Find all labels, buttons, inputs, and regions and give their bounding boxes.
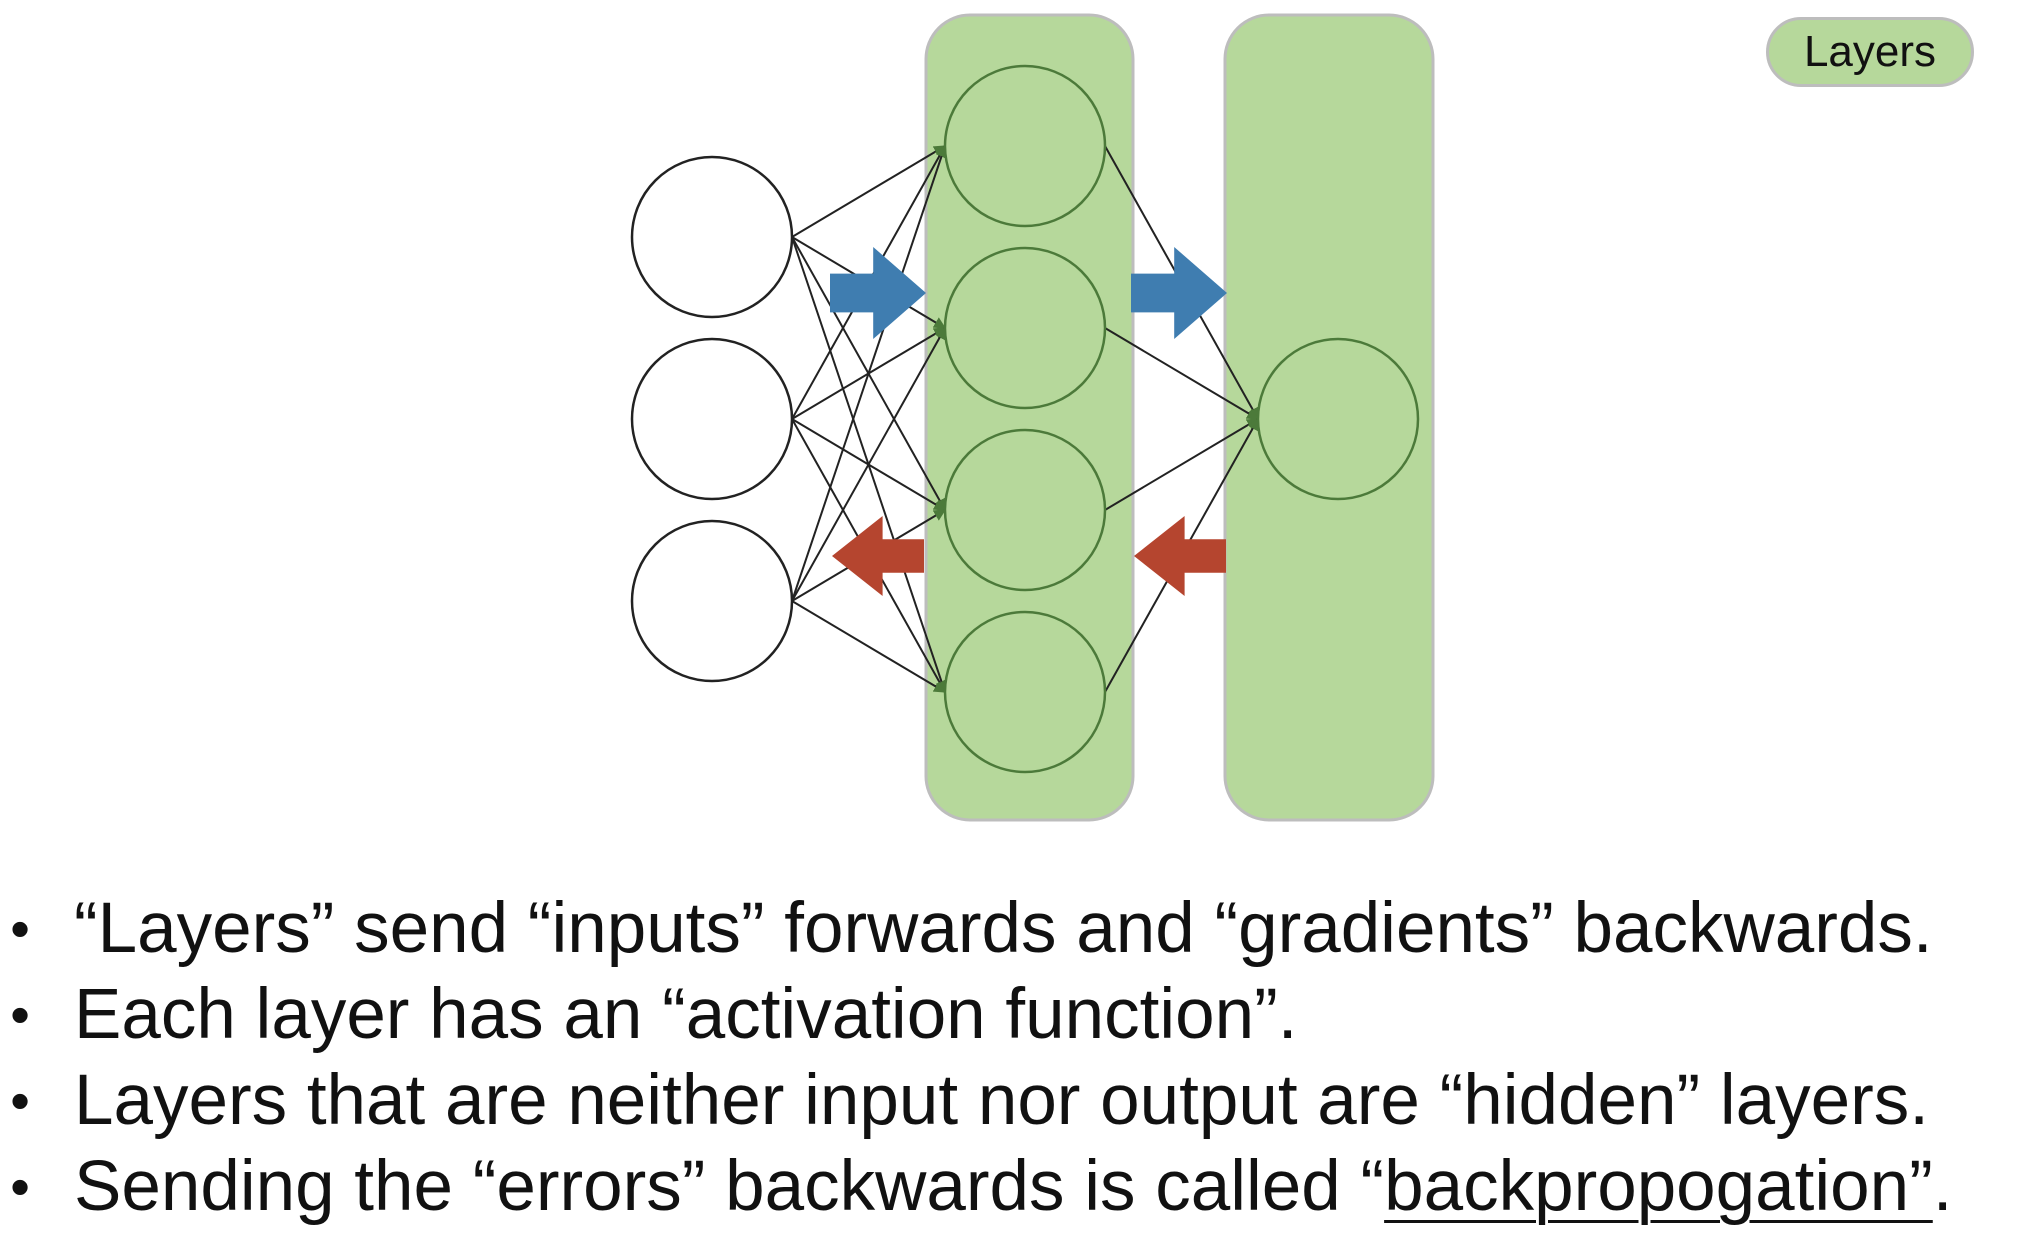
bullet-item: • “Layers” send “inputs” forwards and “g… <box>0 886 2038 972</box>
layers-legend: Layers <box>1766 17 1974 87</box>
network-diagram <box>630 13 1435 822</box>
hidden-node <box>943 64 1107 228</box>
hidden-node <box>943 610 1107 774</box>
bullet-text-post: . <box>1932 1147 1953 1226</box>
forward-arrow-icon <box>830 247 926 339</box>
connection-line <box>791 144 948 602</box>
backpropagation-term: backpropogation” <box>1384 1147 1933 1226</box>
bullet-text: “Layers” send “inputs” forwards and “gra… <box>74 889 1933 968</box>
backward-arrow-icon <box>832 516 924 596</box>
bullet-text: Each layer has an “activation function”. <box>74 975 1298 1054</box>
bullet-dot: • <box>10 897 30 960</box>
bullet-dot: • <box>10 1155 30 1218</box>
bullet-item: • Layers that are neither input nor outp… <box>0 1058 2038 1144</box>
connection-line <box>791 600 947 693</box>
bullet-item: • Each layer has an “activation function… <box>0 972 2038 1058</box>
input-node <box>630 155 794 319</box>
input-node <box>630 519 794 683</box>
connection-line <box>1104 418 1260 511</box>
hidden-layer-panel <box>924 13 1135 822</box>
legend-label: Layers <box>1803 27 1937 76</box>
connection-line <box>791 145 947 238</box>
backward-arrow-icon <box>1134 516 1226 596</box>
bullet-dot: • <box>10 983 30 1046</box>
bullet-item: • Sending the “errors” backwards is call… <box>0 1144 2038 1230</box>
bullet-text: Layers that are neither input nor output… <box>74 1061 1929 1140</box>
forward-arrow-icon <box>1131 247 1227 339</box>
bullet-dot: • <box>10 1069 30 1132</box>
bullet-text-pre: Sending the “errors” backwards is called… <box>74 1147 1385 1226</box>
bullet-list: • “Layers” send “inputs” forwards and “g… <box>0 886 2038 1230</box>
connection-line <box>791 326 946 602</box>
output-node <box>1256 337 1420 501</box>
connection-line <box>1104 327 1260 420</box>
hidden-node <box>943 246 1107 410</box>
input-node <box>630 337 794 501</box>
hidden-node <box>943 428 1107 592</box>
